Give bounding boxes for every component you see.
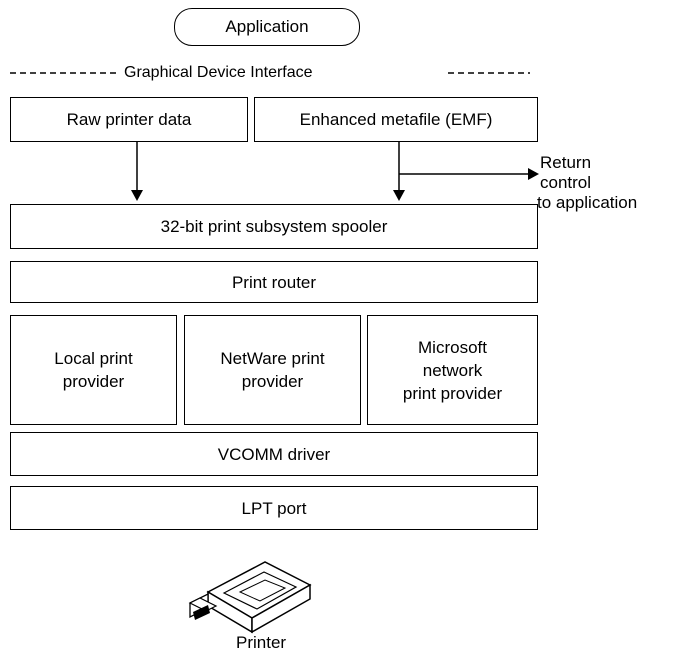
enhanced-metafile-label: Enhanced metafile (EMF) (299, 110, 493, 129)
vcomm-driver-box: VCOMM driver (10, 432, 538, 476)
gdi-dashed-line (10, 72, 530, 74)
lpt-port-label: LPT port (241, 498, 307, 518)
microsoft-network-print-provider-box: Microsoft network print provider (367, 315, 538, 425)
application-node: Application (174, 8, 360, 46)
spooler-label: 32-bit print subsystem spooler (160, 217, 388, 236)
application-label: Application (225, 17, 309, 36)
print-router-label: Print router (231, 272, 317, 292)
lpt-port-box: LPT port (10, 486, 538, 530)
printer-label: Printer (236, 633, 287, 652)
enhanced-metafile-box: Enhanced metafile (EMF) (254, 97, 538, 142)
spooler-box: 32-bit print subsystem spooler (10, 204, 538, 249)
print-router-box: Print router (10, 261, 538, 303)
vcomm-driver-label: VCOMM driver (217, 444, 331, 464)
local-print-provider-box: Local print provider (10, 315, 177, 425)
gdi-separator: Graphical Device Interface (10, 63, 530, 83)
netware-print-provider-box: NetWare print provider (184, 315, 361, 425)
return-control-label: Return control to application (537, 153, 638, 212)
raw-printer-data-label: Raw printer data (66, 110, 192, 129)
gdi-label: Graphical Device Interface (124, 63, 444, 83)
raw-printer-data-box: Raw printer data (10, 97, 248, 142)
